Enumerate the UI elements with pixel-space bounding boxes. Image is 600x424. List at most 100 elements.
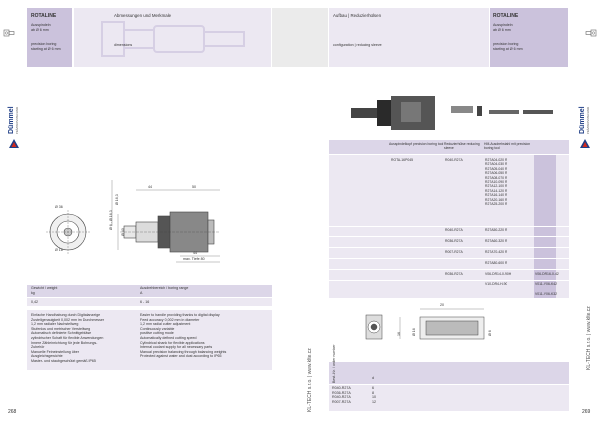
cutter-code: R27A14-120 R — [485, 188, 508, 193]
feature-en-item: Protected against water and dust accordi… — [140, 354, 222, 359]
sleeve-row-id: R040-R27A — [332, 395, 351, 400]
header-brand-block-right — [490, 8, 568, 67]
dim-label-8: Ø 36 — [55, 205, 63, 209]
header-tool-watermark — [101, 21, 245, 57]
feature-en-item: Manual precision balancing through balan… — [140, 349, 227, 354]
feature-en-item: 1,2 mm radial cutter adjustment — [140, 322, 191, 327]
spec-table-header — [27, 285, 272, 297]
feature-en-item: Feed accuracy 0,002 mm in diameter — [140, 317, 200, 322]
order-row-sleeve: R007-R27A — [445, 250, 463, 254]
order-table-header-1: Ausspindelkopf precision boring tool — [389, 142, 444, 146]
spec-header-weight-unit: kg — [31, 291, 35, 295]
right-page: Aufbau | Reduzierhülsen configuration | … — [300, 0, 600, 424]
sleeve-table-header — [329, 362, 569, 384]
spec-header-weight: Gewicht / weight — [31, 286, 58, 290]
logo-sub: PRÄZISIONSTECHNIK — [16, 106, 19, 134]
sleeve-row-d: 12 — [372, 399, 376, 404]
order-row-sleeve: R036-R27A — [445, 239, 463, 243]
cutter-code: R27A08-070 R — [485, 175, 508, 180]
section-title: Abmessungen und Merkmale — [114, 13, 172, 18]
dim-label-7: max. Tiefe 80 — [183, 257, 205, 261]
order-row-tool: ROTA-16P045 — [391, 158, 413, 162]
sleeve-table-head-1: Best.-Nr. / order number — [332, 344, 336, 383]
order-table-header — [329, 140, 569, 154]
cutter-code: R27A16-140 R — [485, 193, 508, 198]
sleeve-row-id: R040-R27A — [332, 386, 351, 390]
sleeve-dim-a: 20 — [440, 303, 444, 307]
feature-de-item: Zustellgenauigkeit 0,002 mm im Durchmess… — [31, 317, 105, 322]
page-number-left: 268 — [8, 409, 17, 415]
spec-value-weight: 0,42 — [31, 300, 38, 304]
cutter-code: R27A80-600 R — [485, 261, 508, 265]
order-table-header-2: Reduzierhülse reducing sleeve — [444, 142, 480, 151]
cutter-code: R27A04-020 R — [485, 158, 508, 162]
brand-sub-3-right: precision boring — [493, 42, 519, 46]
dim-label-4: Ø 16,3 — [115, 194, 119, 205]
sleeve-row-d: 6 — [372, 386, 374, 390]
feature-de-item: Automatisch definierte Schnittgebläse — [31, 331, 92, 336]
feature-de-item: Ausgleichsgewichte — [31, 354, 63, 359]
feature-en-item: Cylindrical shank for flexible applicati… — [140, 340, 205, 345]
order-row-divider — [329, 280, 569, 281]
tool-technical-drawing — [46, 180, 220, 263]
kl-tech-side-text: KL-TECH s.r.o. | www.klte.cz — [307, 348, 313, 412]
order-table-body — [329, 155, 569, 290]
order-row-divider — [329, 258, 569, 259]
brand-sub-4-right: starting at Ø 6 mm — [493, 47, 523, 51]
spec-table-row — [27, 298, 272, 306]
accessory-code: V06-DR16-0-42 — [535, 272, 559, 276]
feature-en-item: Easier to handle providing thanks to dig… — [140, 313, 220, 317]
order-row-cutters: R27A04-020 R R27A04-030 R R27A05-040 R R… — [485, 158, 507, 206]
feature-de-item: Stufenlos und metrischer Verstellweg — [31, 326, 91, 331]
boring-head-image — [351, 96, 553, 130]
brand-name: ROTALINE — [31, 13, 57, 19]
cutter-code: R27A50-220 R — [485, 228, 508, 232]
logo-triangle-icon — [9, 136, 19, 154]
header-gray-strip-right — [300, 8, 328, 67]
brand-sub-1-right: Ausspindeln — [493, 23, 513, 27]
dim-label-2: 50 — [192, 185, 196, 189]
spec-header-range: Ausdrehbereich / boring range — [140, 286, 189, 290]
cutter-code: R27A70-420 R — [485, 250, 508, 254]
sleeve-dim-b: 16 — [397, 332, 401, 336]
order-row-sleeve: R036-R27A — [445, 272, 463, 276]
order-row-sleeve: R040-R27A — [445, 158, 463, 162]
feature-de-item: Master- und staubgeschützt gemäß IP65 — [31, 358, 96, 363]
cutter-code: R27A04-030 R — [485, 162, 508, 167]
feature-en-item: Internal coolant supply for all necessar… — [140, 345, 213, 350]
sleeve-table-body — [329, 385, 569, 411]
order-row-divider — [329, 236, 569, 237]
order-table-header-3: HM-Ausdrehstahl mit precision boring too… — [484, 142, 531, 151]
logo-sub-right: PRÄZISIONSTECHNIK — [587, 106, 590, 134]
sleeve-row: R040-R27A 10 — [332, 395, 376, 400]
sleeve-row-d: 8 — [372, 390, 374, 395]
feature-de-item: Innere Zähleinrichtung für jede Bohrungs… — [31, 340, 98, 345]
feature-de-item: Manuelle Feineinstellung über — [31, 349, 79, 354]
product-image-area — [329, 88, 569, 138]
page-number-right: 269 — [582, 409, 591, 415]
feature-de-item: 1,2 mm radialer Nachstellweg — [31, 322, 79, 327]
sleeve-row-d: 10 — [372, 395, 376, 400]
order-table-col-strip — [534, 155, 556, 290]
features-en-list: Easier to handle providing thanks to dig… — [140, 313, 265, 359]
dim-label-3: Ø 6 - Ø 16,3 — [109, 210, 113, 230]
features-box — [27, 310, 272, 370]
order-table-col-strip-extra — [534, 290, 556, 298]
brand-sub-4: starting at Ø 6 mm — [31, 47, 61, 51]
spec-header-range-unit: A — [140, 291, 143, 295]
dim-label-9: Ø 16 — [55, 248, 63, 252]
order-row-divider — [329, 247, 569, 248]
tool-head-icon-right — [583, 29, 597, 37]
sleeve-table-head-2: d — [372, 376, 374, 380]
accessory-code: V011-Y06-K32 — [535, 292, 557, 296]
order-table-extra-row — [329, 290, 569, 298]
logo-name: Dümmel — [8, 106, 15, 134]
accessory-code: V011-Y06-K42 — [535, 282, 557, 286]
section-subtitle: dimensions — [114, 43, 133, 47]
header-image-block-right — [329, 8, 489, 67]
section-title-right: Aufbau | Reduzierhülsen — [333, 13, 382, 18]
cutter-code: R27A60-320 R — [485, 239, 508, 243]
left-page: ROTALINE Ausspindeln ab Ø 6 mm precision… — [3, 8, 300, 415]
sleeve-row-id: R036-R27A — [332, 390, 351, 395]
